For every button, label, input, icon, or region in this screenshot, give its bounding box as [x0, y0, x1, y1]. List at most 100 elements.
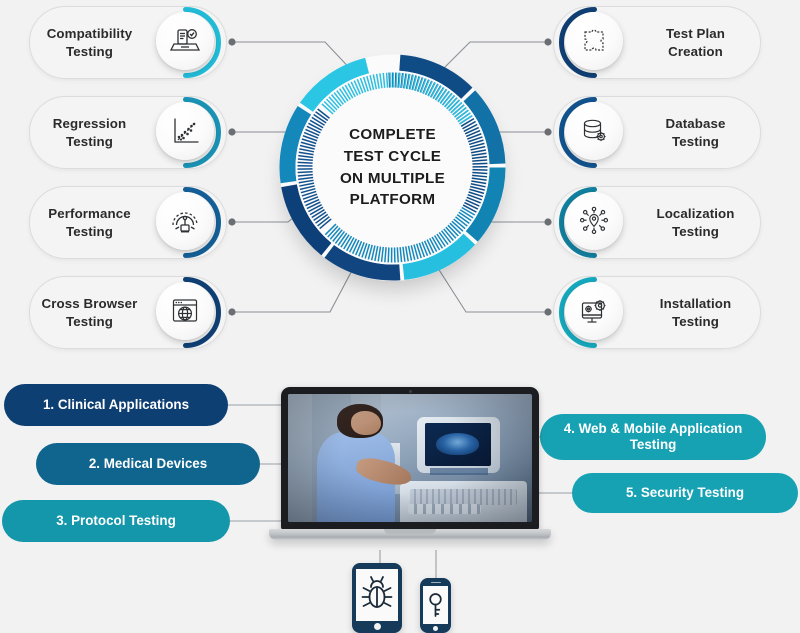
wheel-hatch-tick — [356, 78, 364, 94]
pill-label-clinical-applications: 1. Clinical Applications — [42, 396, 190, 412]
wheel-hatch-tick — [299, 144, 315, 150]
pill-protocol-testing[interactable]: 3. Protocol Testing — [2, 500, 230, 542]
wheel-hatch-tick — [327, 225, 339, 238]
laptop-check-icon — [156, 12, 214, 70]
scatter-chart-icon — [156, 102, 214, 160]
wheel-text-line: ON MULTIPLE — [339, 169, 446, 187]
wheel-hatch-tick — [364, 243, 371, 259]
key-icon — [429, 593, 442, 617]
wheel-hatch-tick — [319, 218, 332, 230]
wheel-hatch-tick — [469, 142, 485, 148]
wheel-hatch-tick — [465, 129, 481, 138]
wheel-hatch-tick — [455, 109, 469, 120]
wheel-hatch-tick — [343, 235, 353, 250]
wheel-hatch-tick — [458, 211, 472, 222]
wheel-hatch-tick — [340, 234, 350, 248]
wheel-hatch-tick — [456, 213, 470, 225]
wheel-hatch-tick — [463, 123, 478, 132]
wheel-hatch-tick — [313, 113, 327, 124]
wheel-hatch-tick — [429, 237, 438, 252]
wheel-hatch-tick — [328, 96, 340, 109]
wheel-hatch-tick — [337, 232, 348, 246]
wheel-text-line: TEST CYCLE — [343, 147, 442, 165]
icon-disc-localization — [558, 186, 631, 259]
laptop-base — [269, 529, 551, 540]
wheel-hatch-tick — [305, 198, 320, 207]
wheel-hatch-tick — [415, 243, 422, 259]
wheel-hatch-tick — [454, 107, 467, 118]
wheel-hatch-tick — [298, 154, 314, 159]
geo-network-icon — [565, 192, 623, 250]
wheel-hatch-tick — [451, 220, 464, 232]
wheel-hatch-tick — [309, 119, 324, 129]
wheel-hatch-tick — [418, 242, 426, 258]
wheel-hatch-tick — [370, 245, 376, 261]
wheel-hatch-tick — [341, 86, 351, 100]
wheel-hatch-tick — [326, 98, 338, 111]
tablet-home-button — [373, 623, 381, 630]
wheel-hatch-tick — [361, 243, 368, 258]
pill-security-testing[interactable]: 5. Security Testing — [572, 473, 798, 513]
wheel-hatch-tick — [353, 80, 361, 95]
wheel-hatch-tick — [421, 241, 429, 257]
wheel-hatch-tick — [377, 246, 382, 262]
wheel-hatch-ring — [297, 72, 488, 263]
wheel-hatch-tick — [452, 104, 465, 116]
wheel-segment — [402, 233, 476, 280]
wheel-hatch-tick — [472, 171, 488, 175]
wheel-hatch-tick — [302, 135, 318, 142]
wheel-hatch-tick — [300, 187, 316, 194]
wheel-hatch-tick — [411, 75, 418, 91]
wheel-hatch-tick — [443, 228, 454, 241]
wheel-hatch-tick — [297, 173, 313, 177]
wheel-hatch-tick — [362, 76, 369, 92]
laptop-camera-icon — [408, 390, 412, 393]
wheel-hatch-tick — [348, 238, 358, 253]
pill-label-protocol-testing: 3. Protocol Testing — [56, 512, 176, 528]
wheel-hatch-tick — [317, 216, 330, 227]
wheel-hatch-tick — [410, 245, 416, 261]
wheel-hatch-tick — [404, 246, 409, 262]
pill-clinical-applications[interactable]: 1. Clinical Applications — [4, 384, 228, 426]
wheel-hatch-tick — [467, 136, 483, 143]
wheel-hatch-tick — [308, 204, 323, 213]
wheel-hatch-tick — [301, 190, 317, 197]
wheel-hatch-tick — [308, 122, 323, 131]
wheel-hatch-tick — [472, 174, 488, 178]
wheel-hatch-tick — [467, 193, 483, 201]
wheel-hatch-tick — [423, 240, 432, 255]
wheel-hatch-tick — [311, 209, 325, 219]
wheel-graphic — [279, 54, 506, 281]
phone-speaker — [430, 581, 441, 584]
wheel-hatch-tick — [403, 73, 408, 89]
laptop-device — [269, 387, 551, 550]
wheel-hatch-tick — [472, 159, 488, 162]
icon-disc-compatibility — [149, 6, 222, 79]
wheel-hatch-tick — [380, 246, 385, 262]
pill-web-mobile-application-testing[interactable]: 4. Web & Mobile Application Testing — [540, 414, 766, 460]
wheel-hatch-tick — [471, 180, 487, 185]
phone-home-button — [433, 625, 438, 631]
wheel-hatch-tick — [447, 224, 459, 237]
laptop-notch — [384, 529, 436, 534]
database-gear-icon — [565, 102, 623, 160]
progress-ring-performance — [183, 187, 221, 258]
icon-disc-installation — [558, 276, 631, 349]
progress-ring-cross-browser — [183, 277, 221, 348]
icon-disc-regression — [149, 96, 222, 169]
pill-medical-devices[interactable]: 2. Medical Devices — [36, 443, 260, 485]
wheel-hatch-tick — [471, 152, 487, 157]
tablet-screen — [356, 569, 398, 621]
wheel-hatch-tick — [385, 72, 389, 88]
